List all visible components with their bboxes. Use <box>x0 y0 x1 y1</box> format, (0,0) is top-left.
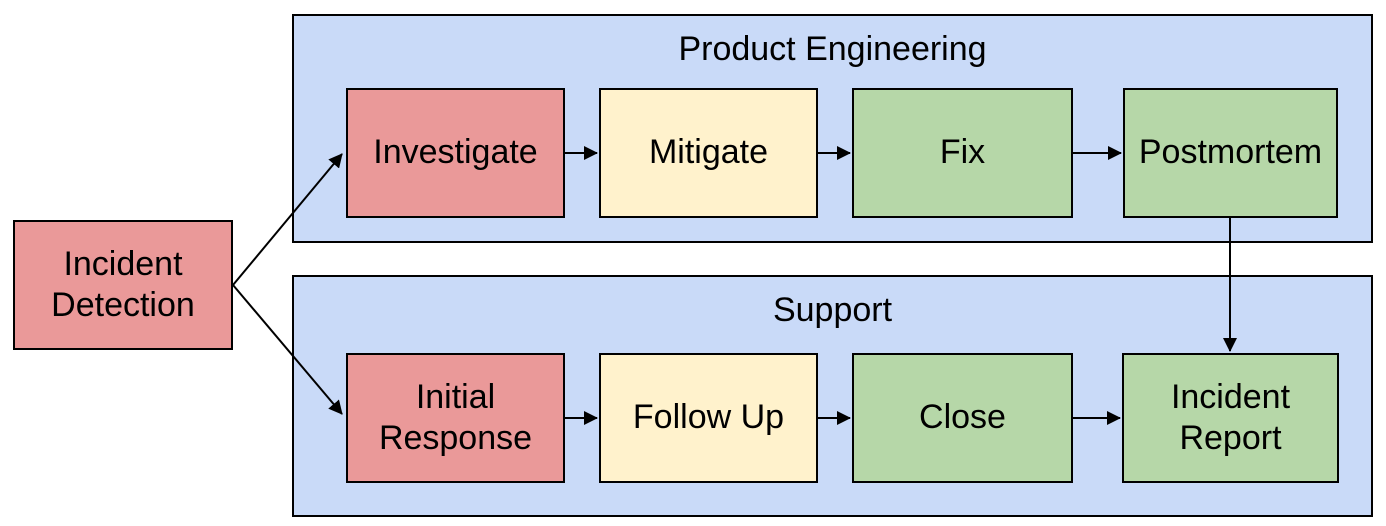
node-follow-up[interactable]: Follow Up <box>599 353 818 483</box>
lane-title-product-engineering: Product Engineering <box>678 30 987 68</box>
lane-title-support: Support <box>772 291 893 329</box>
node-mitigate[interactable]: Mitigate <box>599 88 818 218</box>
node-fix[interactable]: Fix <box>852 88 1073 218</box>
node-incident-detection[interactable]: Incident Detection <box>13 220 233 350</box>
node-close[interactable]: Close <box>852 353 1073 483</box>
node-incident-report[interactable]: Incident Report <box>1122 353 1339 483</box>
node-initial-response[interactable]: Initial Response <box>346 353 565 483</box>
node-postmortem[interactable]: Postmortem <box>1123 88 1338 218</box>
node-investigate[interactable]: Investigate <box>346 88 565 218</box>
